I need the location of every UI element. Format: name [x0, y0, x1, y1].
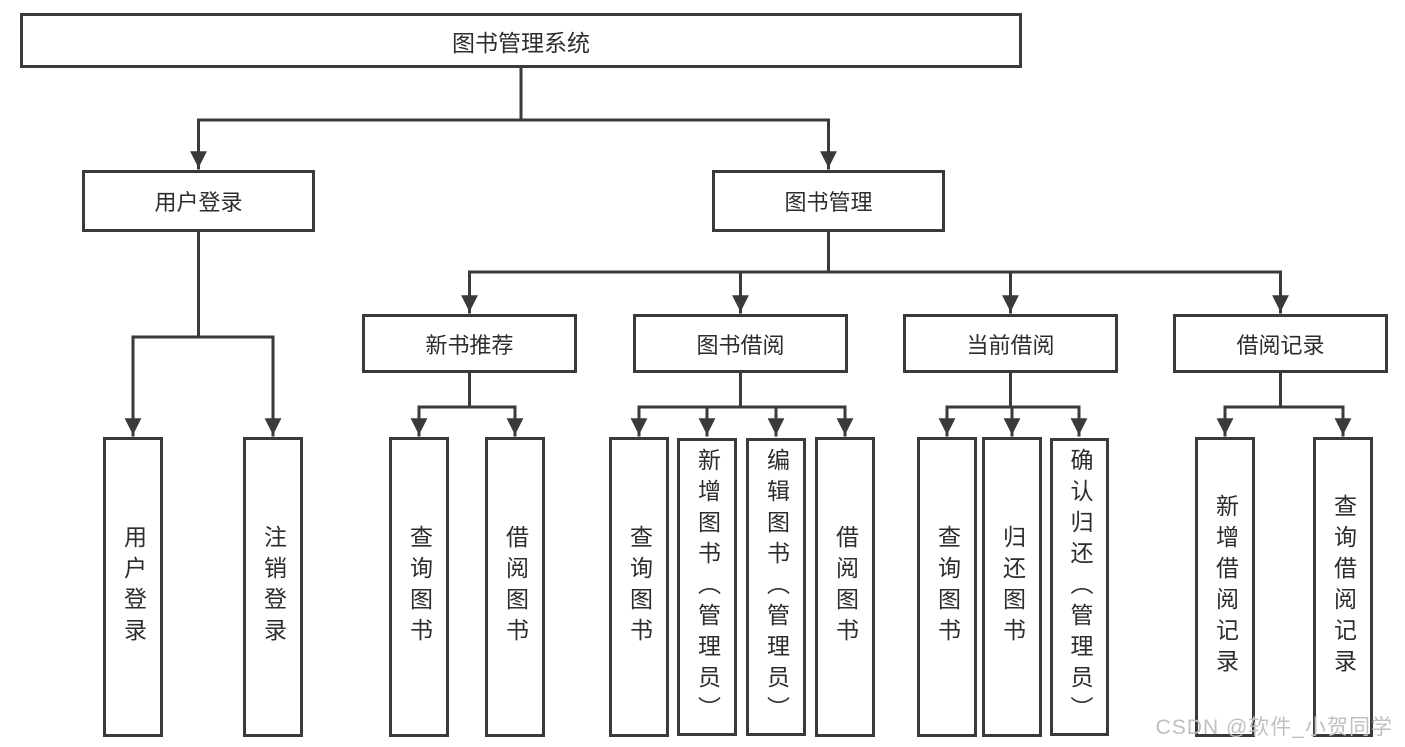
node-label: 查询借阅记录	[1330, 494, 1357, 680]
leaf-query-borrow-record: 查询借阅记录	[1313, 437, 1373, 737]
node-book-management: 图书管理	[712, 170, 945, 232]
leaf-query-books-recommend: 查询图书	[389, 437, 449, 737]
leaf-query-books-current: 查询图书	[917, 437, 977, 737]
node-label: 注销登录	[260, 525, 287, 649]
node-label: 借阅记录	[1236, 332, 1325, 358]
node-label: 借阅图书	[832, 525, 859, 649]
node-new-book-recommend: 新书推荐	[362, 314, 577, 373]
node-label: 归还图书	[999, 525, 1026, 649]
node-label: 当前借阅	[966, 332, 1055, 358]
node-label: 新书推荐	[425, 332, 514, 358]
node-label: 新增借阅记录	[1212, 494, 1239, 680]
node-label: 图书管理系统	[452, 29, 590, 56]
node-label: 新增图书（管理员）	[694, 447, 721, 727]
leaf-edit-book-admin: 编辑图书（管理员）	[746, 438, 806, 736]
leaf-add-borrow-record: 新增借阅记录	[1195, 437, 1255, 737]
node-system-root: 图书管理系统	[20, 13, 1022, 68]
node-label: 查询图书	[934, 525, 961, 649]
leaf-query-books-borrowing: 查询图书	[609, 437, 669, 737]
leaf-add-book-admin: 新增图书（管理员）	[677, 438, 737, 736]
node-label: 图书借阅	[696, 332, 785, 358]
node-label: 用户登录	[154, 190, 243, 215]
leaf-borrow-books-borrowing: 借阅图书	[815, 437, 875, 737]
csdn-watermark: CSDN @软件_小贺同学	[1155, 716, 1393, 739]
node-current-borrowing: 当前借阅	[903, 314, 1118, 373]
node-label: 用户登录	[120, 525, 147, 649]
node-user-login: 用户登录	[82, 170, 315, 232]
node-label: 查询图书	[406, 525, 433, 649]
leaf-logout: 注销登录	[243, 437, 303, 737]
node-borrowing-records: 借阅记录	[1173, 314, 1388, 373]
node-label: 查询图书	[626, 525, 653, 649]
leaf-borrow-books-recommend: 借阅图书	[485, 437, 545, 737]
leaf-return-books: 归还图书	[982, 437, 1042, 737]
leaf-user-login: 用户登录	[103, 437, 163, 737]
node-label: 借阅图书	[502, 525, 529, 649]
node-label: 确认归还（管理员）	[1067, 447, 1093, 727]
node-book-borrowing: 图书借阅	[633, 314, 848, 373]
connector-group	[124, 66, 1352, 437]
leaf-confirm-return-admin: 确认归还（管理员）	[1050, 438, 1109, 736]
node-label: 图书管理	[784, 190, 873, 215]
node-label: 编辑图书（管理员）	[763, 447, 790, 727]
